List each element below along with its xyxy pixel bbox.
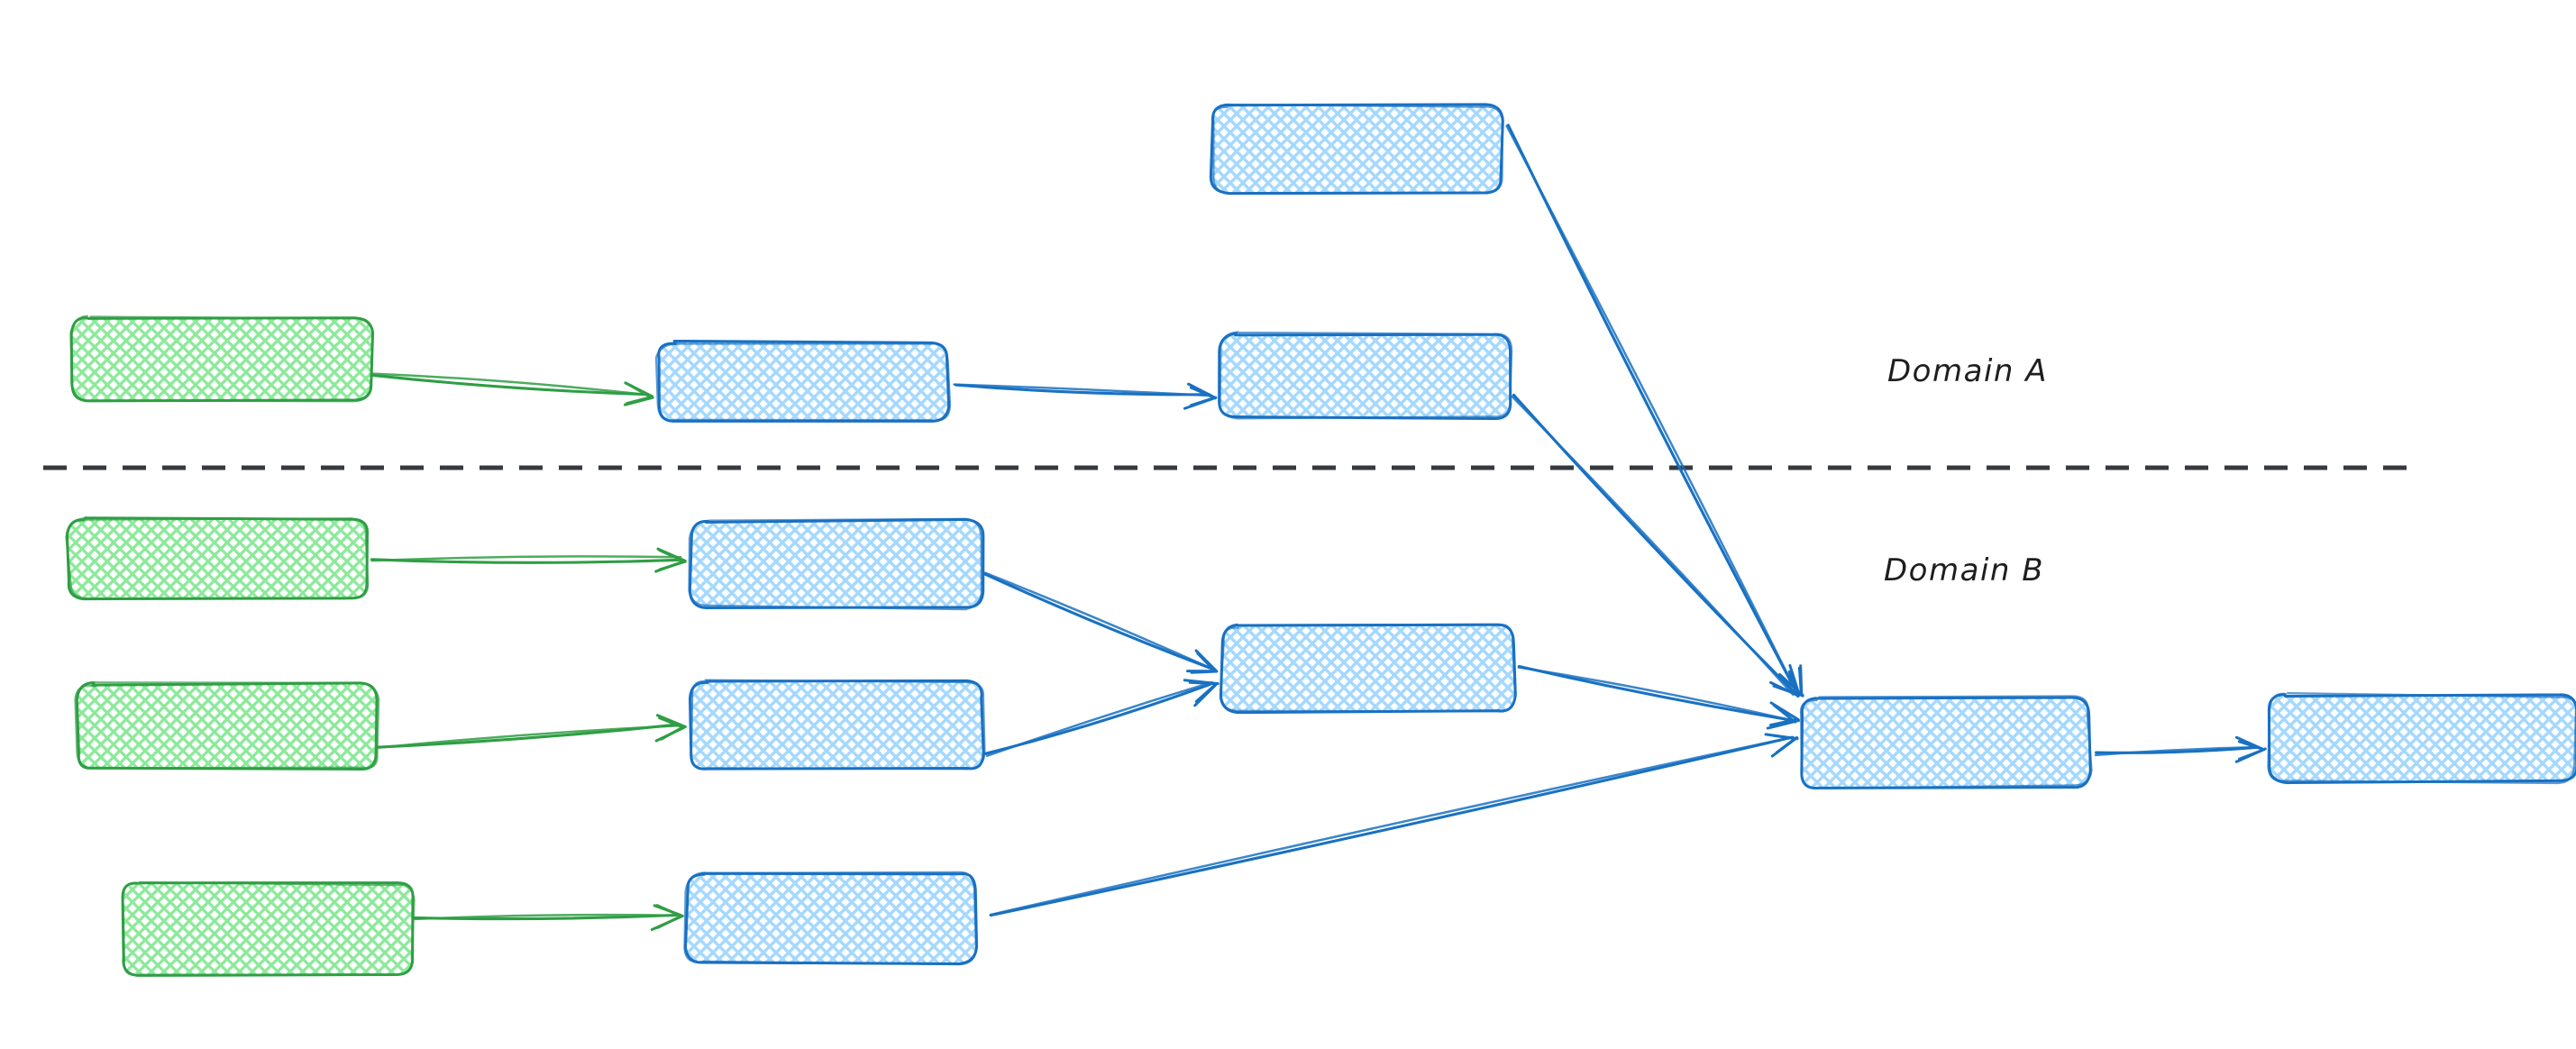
domain-a-label: Domain A xyxy=(1887,353,2048,389)
edge-a-out1-to-b-hub1[interactable] xyxy=(1511,393,1801,698)
edge-b-hub1-to-b-end1[interactable] xyxy=(2094,735,2267,763)
edge-b-src1-to-b-mid1[interactable] xyxy=(370,547,687,573)
node-domain-b-join-1-hitbox[interactable] xyxy=(1222,625,1514,712)
node-domain-b-source-1-hitbox[interactable] xyxy=(69,519,368,598)
node-domain-b-source-2[interactable] xyxy=(74,681,380,771)
node-domain-b-join-1[interactable] xyxy=(1219,623,1517,715)
node-domain-b-middle-1[interactable] xyxy=(688,517,985,611)
node-domain-b-source-3[interactable] xyxy=(121,881,416,977)
node-domain-b-middle-3[interactable] xyxy=(683,871,979,966)
edge-b-mid2-to-b-join1[interactable] xyxy=(983,679,1219,757)
node-domain-a-source-1[interactable] xyxy=(69,315,375,403)
node-domain-b-hub-1[interactable] xyxy=(1799,695,2093,789)
node-domain-a-output-1-hitbox[interactable] xyxy=(1220,334,1511,417)
node-domain-a-middle-1[interactable] xyxy=(654,339,952,423)
node-domain-a-top-1-hitbox[interactable] xyxy=(1211,105,1502,193)
edges-layer xyxy=(369,123,2267,931)
edge-a-top1-to-b-hub1[interactable] xyxy=(1505,123,1804,698)
node-domain-a-output-1[interactable] xyxy=(1218,331,1513,421)
edge-a-src1-to-a-mid1[interactable] xyxy=(369,372,654,406)
node-domain-b-source-3-hitbox[interactable] xyxy=(123,883,413,975)
node-domain-b-middle-2-hitbox[interactable] xyxy=(690,681,982,770)
domain-b-label: Domain B xyxy=(1884,552,2045,588)
node-domain-a-top-1[interactable] xyxy=(1209,103,1504,196)
edge-b-src3-to-b-mid3[interactable] xyxy=(412,904,684,931)
edge-b-mid1-to-b-join1[interactable] xyxy=(983,571,1219,674)
node-domain-b-source-2-hitbox[interactable] xyxy=(78,684,377,769)
edge-b-mid3-to-b-hub1[interactable] xyxy=(989,733,1799,917)
node-domain-b-middle-3-hitbox[interactable] xyxy=(687,873,975,963)
node-domain-b-middle-2[interactable] xyxy=(689,679,986,771)
node-domain-a-middle-1-hitbox[interactable] xyxy=(658,342,948,422)
node-domain-b-source-1[interactable] xyxy=(65,516,370,601)
edge-a-mid1-to-a-out1[interactable] xyxy=(953,382,1218,410)
node-domain-a-source-1-hitbox[interactable] xyxy=(72,317,371,400)
node-domain-b-output-1-hitbox[interactable] xyxy=(2270,695,2576,781)
nodes-layer xyxy=(65,103,2576,977)
node-domain-b-output-1[interactable] xyxy=(2267,691,2576,785)
edge-b-join1-to-b-hub1[interactable] xyxy=(1517,664,1800,730)
edge-b-src2-to-b-mid2[interactable] xyxy=(374,714,687,750)
node-domain-b-middle-1-hitbox[interactable] xyxy=(690,521,982,607)
node-domain-b-hub-1-hitbox[interactable] xyxy=(1801,698,2089,788)
